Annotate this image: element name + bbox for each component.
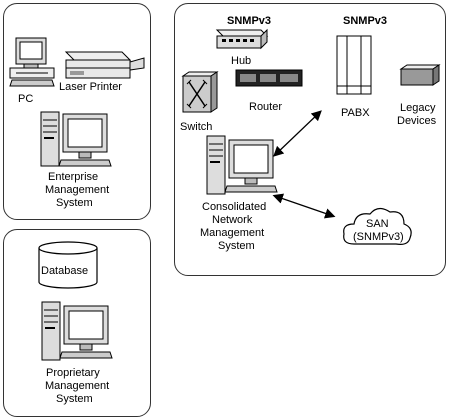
pc-icon xyxy=(9,37,55,87)
legacy-device-icon xyxy=(399,64,441,86)
switch-icon xyxy=(181,71,219,113)
database-label: Database xyxy=(41,265,89,277)
workstation-icon xyxy=(206,135,278,195)
consolidated-panel: SNMPv3 SNMPv3 Hub Router Switch PABX xyxy=(174,3,446,276)
hub-icon xyxy=(215,28,269,50)
workstation-icon xyxy=(41,301,113,361)
legacy-label-line-1: Legacy xyxy=(400,102,436,114)
switch-label: Switch xyxy=(180,121,213,133)
proprietary-system-line-3: System xyxy=(56,393,93,405)
pc-label: PC xyxy=(18,93,34,105)
consolidated-system-line-4: System xyxy=(218,240,255,252)
san-label-line-1: SAN xyxy=(366,218,389,230)
enterprise-system-line-1: Enterprise xyxy=(48,171,99,183)
enterprise-system-line-2: Management xyxy=(45,184,110,196)
snmpv3-label-right: SNMPv3 xyxy=(343,15,388,27)
san-cloud-icon xyxy=(343,207,412,245)
consolidated-system-line-1: Consolidated xyxy=(202,201,267,213)
proprietary-system-line-1: Proprietary xyxy=(46,367,100,379)
enterprise-panel: PC Laser Printer Enterprise Management S… xyxy=(3,3,151,220)
router-label: Router xyxy=(249,101,283,113)
consolidated-system-line-2: Network xyxy=(212,214,253,226)
laser-printer-label: Laser Printer xyxy=(59,81,122,93)
laser-printer-icon xyxy=(64,51,145,79)
router-icon xyxy=(235,69,303,87)
proprietary-panel: Database Proprietary Management System xyxy=(3,229,151,417)
hub-label: Hub xyxy=(231,55,252,67)
snmpv3-label-left: SNMPv3 xyxy=(227,15,272,27)
workstation-icon xyxy=(40,111,112,167)
consolidated-system-line-3: Management xyxy=(200,227,265,239)
pabx-label: PABX xyxy=(341,107,370,119)
enterprise-system-line-3: System xyxy=(56,197,93,209)
legacy-label-line-2: Devices xyxy=(397,115,437,127)
database-icon xyxy=(38,241,98,289)
san-label-line-2: (SNMPv3) xyxy=(353,231,404,243)
pabx-icon xyxy=(336,35,372,95)
proprietary-system-line-2: Management xyxy=(45,380,110,392)
